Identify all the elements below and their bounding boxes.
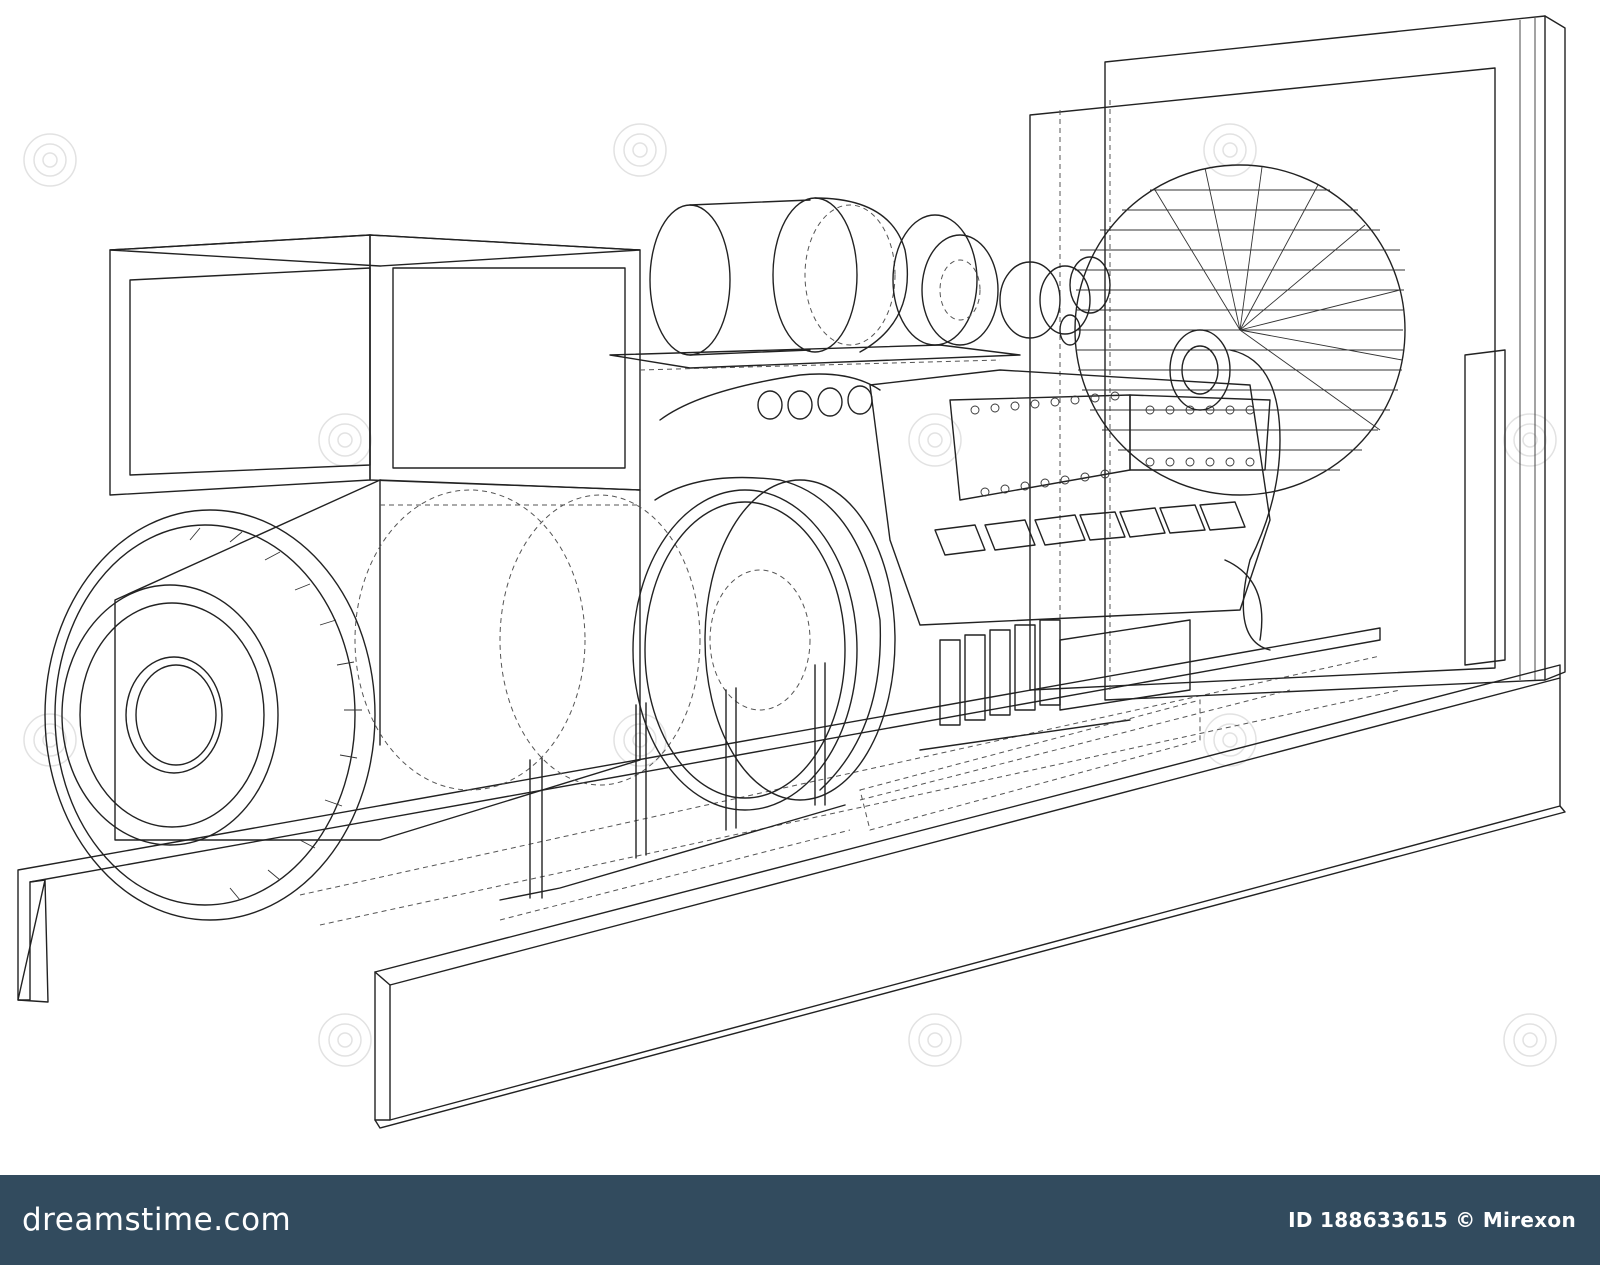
air-filters xyxy=(649,197,1111,356)
base-rails xyxy=(17,627,1566,1129)
footer-bar: dreamstime.com ID 188633615 © Mirexon xyxy=(0,1175,1600,1265)
radiator-frame xyxy=(1029,15,1566,701)
spiral-watermark-icon xyxy=(23,123,1557,1067)
mounting-feet xyxy=(499,662,851,921)
flywheel-housing xyxy=(632,476,896,811)
image-credit: ID 188633615 © Mirexon xyxy=(1288,1208,1576,1232)
front-cover xyxy=(44,509,376,921)
oil-filters xyxy=(859,619,1291,831)
radiator-fan xyxy=(1074,164,1406,496)
top-plate xyxy=(609,344,1021,371)
engine-front-end xyxy=(1169,329,1281,651)
control-box xyxy=(109,234,641,496)
brand-logo[interactable]: dreamstime.com xyxy=(22,1202,292,1238)
alternator-housing xyxy=(114,479,701,841)
generator-wireframe-illustration xyxy=(17,15,1566,1129)
engine-block xyxy=(659,369,1271,626)
